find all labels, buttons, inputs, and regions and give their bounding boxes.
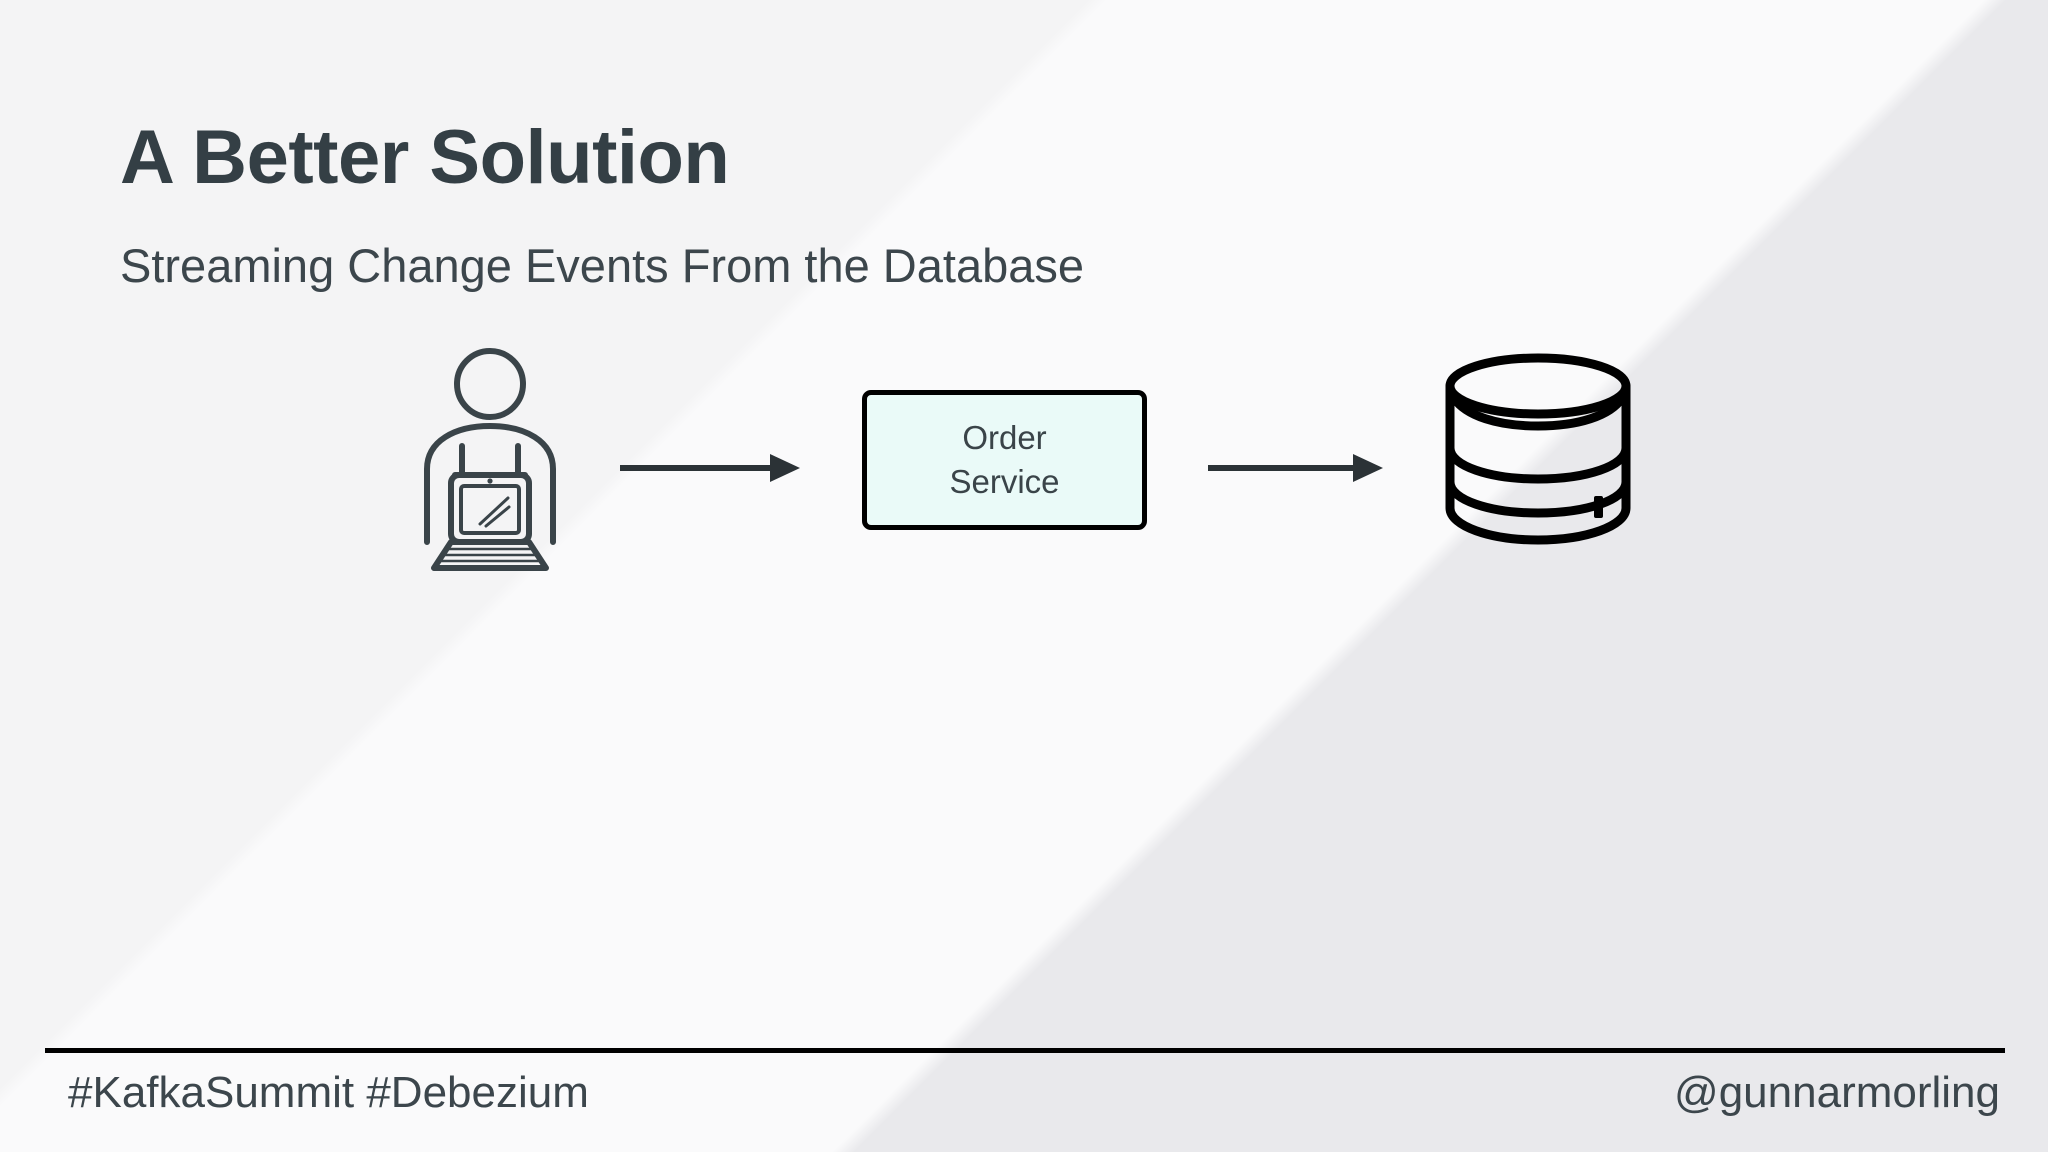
architecture-diagram: Order Service (0, 330, 2048, 590)
edge-service-to-database (1208, 448, 1383, 488)
order-service-label-line-1: Order (962, 418, 1047, 456)
database-node (1438, 348, 1638, 548)
footer-handle: @gunnarmorling (1674, 1068, 2000, 1117)
slide-title: A Better Solution (120, 115, 730, 200)
footer-hashtags: #KafkaSummit #Debezium (68, 1068, 589, 1117)
arrow-right-icon (1208, 454, 1383, 482)
database-cylinder-icon (1445, 353, 1631, 545)
user-node (410, 342, 570, 572)
order-service-label-line-2: Service (949, 463, 1060, 500)
order-service-node: Order Service (862, 390, 1147, 530)
arrow-right-icon (620, 454, 800, 482)
person-at-laptop-icon (424, 348, 556, 571)
footer-divider (45, 1048, 2005, 1053)
order-service-box: Order Service (862, 390, 1147, 530)
database-indicator-icon (1594, 496, 1603, 518)
edge-user-to-service (620, 448, 800, 488)
slide-subtitle: Streaming Change Events From the Databas… (120, 239, 1085, 292)
